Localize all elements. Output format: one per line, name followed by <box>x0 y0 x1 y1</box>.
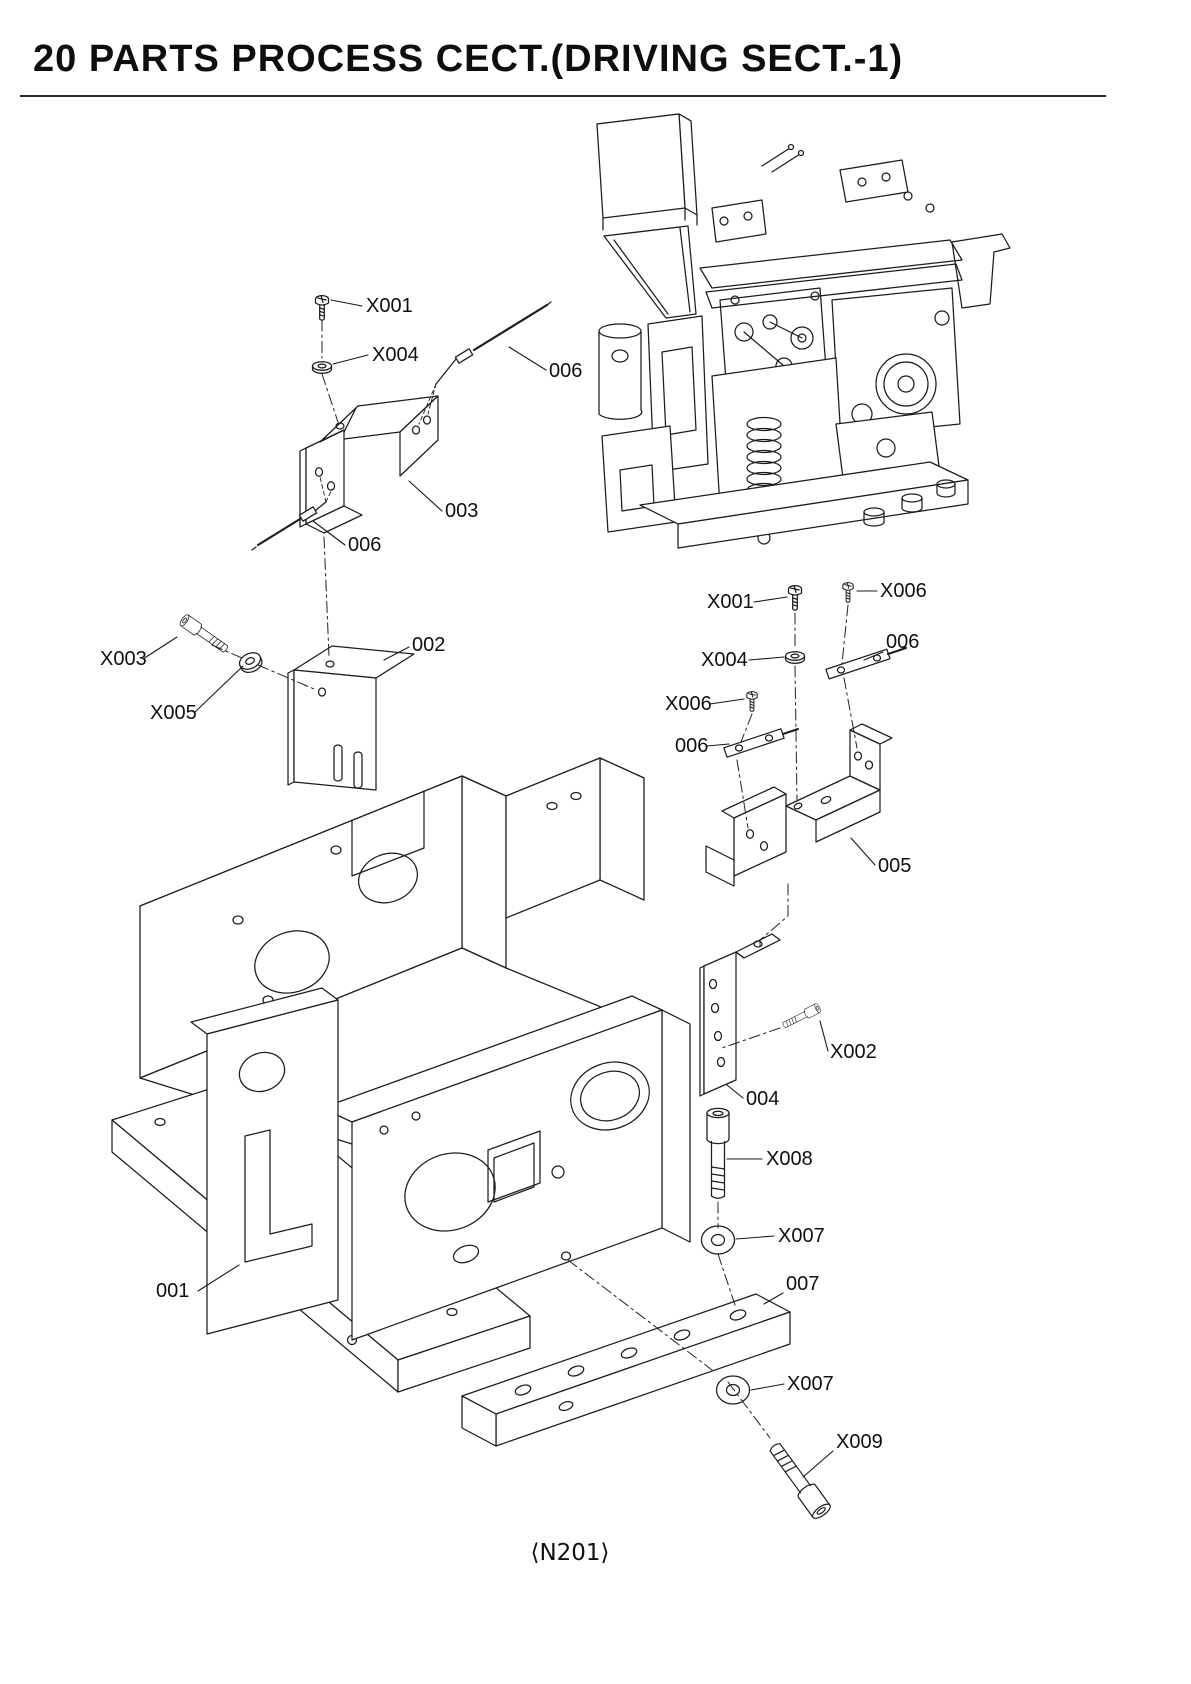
callout-004: 004 <box>746 1088 779 1110</box>
callout-x004-b: X004 <box>701 649 748 671</box>
axis-x006-mid <box>736 713 753 829</box>
callout-003: 003 <box>445 500 478 522</box>
contact-plate-006-mid <box>723 728 799 758</box>
callout-002: 002 <box>412 634 445 656</box>
callout-x002: X002 <box>830 1041 877 1063</box>
callout-001: 001 <box>156 1280 189 1302</box>
bracket-004 <box>699 933 781 1097</box>
screw-x003 <box>178 612 231 656</box>
leader-x007-upper <box>735 1235 775 1240</box>
axis-x006-right <box>841 604 858 749</box>
leader-006-lower <box>312 520 346 546</box>
bolt-x008 <box>706 1107 730 1199</box>
callout-x006-a: X006 <box>880 580 927 602</box>
leader-x007-lower <box>750 1383 785 1391</box>
bracket-005 <box>705 723 893 887</box>
cable-006-upper <box>418 301 552 425</box>
screw-x002 <box>780 1002 822 1031</box>
base-frame-001 <box>111 757 691 1393</box>
leader-002 <box>383 646 410 661</box>
washer-x007-lower <box>715 1375 751 1405</box>
machine-feet <box>863 479 956 527</box>
page-code: ⟨N201⟩ <box>530 1540 609 1566</box>
screw-x006-right <box>842 582 854 603</box>
screw-x001-right <box>787 584 803 611</box>
callout-x001-b: X001 <box>707 591 754 613</box>
leader-003 <box>408 480 443 512</box>
callout-x007-b: X007 <box>787 1373 834 1395</box>
callout-x004-a: X004 <box>372 344 419 366</box>
cable-006-lower <box>251 476 333 551</box>
leader-x001-right <box>753 596 788 603</box>
leader-x005 <box>194 665 244 713</box>
assembly-axes <box>211 319 858 1439</box>
leader-007 <box>763 1292 784 1305</box>
washer-x007-upper <box>700 1225 736 1255</box>
washer-x004-right <box>784 651 806 664</box>
leader-005 <box>850 837 876 866</box>
leader-006-mid <box>706 743 730 747</box>
callout-006-b: 006 <box>348 534 381 556</box>
axis-x009 <box>727 1381 771 1439</box>
axis-005-to-004 <box>759 883 789 951</box>
callout-x001-a: X001 <box>366 295 413 317</box>
washer-x005 <box>238 652 263 674</box>
axis-x004-left <box>321 373 339 423</box>
callout-x003: X003 <box>100 648 147 670</box>
callout-005: 005 <box>878 855 911 877</box>
callout-x008: X008 <box>766 1148 813 1170</box>
callout-x007-a: X007 <box>778 1225 825 1247</box>
assembled-machine-illustration <box>596 113 1011 549</box>
callout-006-d: 006 <box>675 735 708 757</box>
screw-x006-mid <box>746 691 758 712</box>
leader-001 <box>197 1264 240 1292</box>
callout-x005: X005 <box>150 702 197 724</box>
axis-x003 <box>211 644 315 690</box>
leader-x003 <box>142 636 178 660</box>
axis-x002 <box>721 1027 781 1049</box>
leader-x004-left <box>332 354 369 365</box>
leader-x001-left <box>330 299 363 307</box>
leader-006-upper <box>508 346 547 371</box>
leader-x006-mid <box>709 698 745 705</box>
axis-001-to-007 <box>567 1259 713 1371</box>
leader-004 <box>726 1084 744 1099</box>
axis-003-to-002 <box>323 536 330 657</box>
callout-006-a: 006 <box>549 360 582 382</box>
bolt-x009 <box>764 1438 834 1522</box>
spacer-bar-007 <box>461 1293 791 1447</box>
callout-006-c: 006 <box>886 631 919 653</box>
axis-x001-right <box>794 612 798 801</box>
leader-x009 <box>802 1450 834 1478</box>
leader-006-right <box>863 651 884 661</box>
contact-plate-006-right <box>825 647 907 680</box>
screw-x001-left <box>314 294 330 321</box>
page-title: 20 PARTS PROCESS CECT.(DRIVING SECT.-1) <box>33 38 904 80</box>
callout-x006-b: X006 <box>665 693 712 715</box>
bracket-002 <box>287 645 415 791</box>
callout-labels: X001 X004 006 003 006 X003 002 X005 X001… <box>100 295 927 1453</box>
callout-x009: X009 <box>836 1431 883 1453</box>
bracket-003 <box>299 395 439 534</box>
axis-x008 <box>717 1201 737 1309</box>
leader-x004-right <box>748 656 785 661</box>
callout-007: 007 <box>786 1273 819 1295</box>
leader-x002 <box>819 1020 829 1052</box>
washer-x004-left <box>311 361 333 374</box>
title-underline <box>20 95 1106 97</box>
leader-lines <box>142 299 884 1478</box>
